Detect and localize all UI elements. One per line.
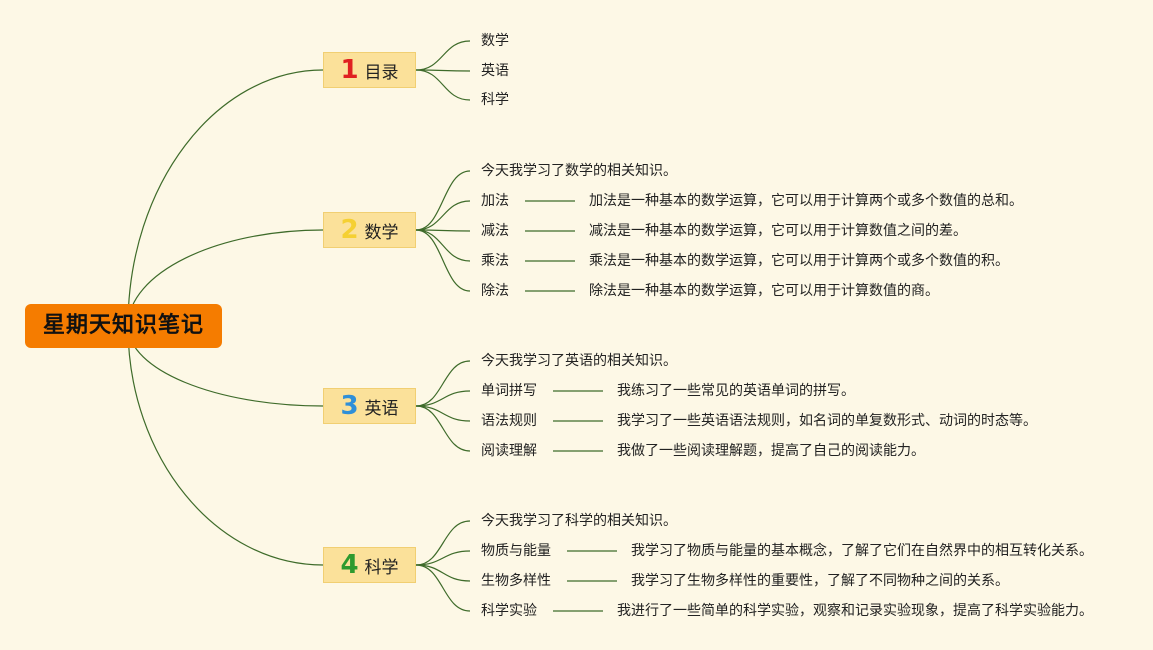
branch-number-4: 4	[340, 550, 359, 580]
leaf-link	[415, 520, 471, 566]
leaf-label[interactable]: 乘法	[481, 253, 509, 269]
leaf-link	[415, 405, 471, 452]
leaf-description[interactable]: 我做了一些阅读理解题，提高了自己的阅读能力。	[617, 443, 925, 459]
branch-number-1: 1	[340, 55, 359, 85]
branch-node-1[interactable]: 1 目录	[323, 52, 416, 88]
branch-title-4: 科学	[364, 557, 399, 578]
branch-title-1: 目录	[364, 62, 399, 83]
branch-intro[interactable]: 今天我学习了英语的相关知识。	[481, 353, 677, 369]
leaf-label[interactable]: 语法规则	[481, 413, 537, 429]
root-link-1	[127, 69, 324, 327]
branch-node-2[interactable]: 2 数学	[323, 212, 416, 248]
leaf-label[interactable]: 科学实验	[481, 603, 537, 619]
leaf-description[interactable]: 减法是一种基本的数学运算，它可以用于计算数值之间的差。	[589, 223, 967, 239]
branch-number-3: 3	[340, 391, 359, 421]
branch-node-4[interactable]: 4 科学	[323, 547, 416, 583]
root-title: 星期天知识笔记	[42, 313, 204, 338]
branch-intro[interactable]: 今天我学习了科学的相关知识。	[481, 513, 677, 529]
branch-title-3: 英语	[364, 398, 399, 419]
leaf-label[interactable]: 减法	[481, 223, 509, 239]
leaf-description[interactable]: 乘法是一种基本的数学运算，它可以用于计算两个或多个数值的积。	[589, 253, 1009, 269]
leaf-label[interactable]: 数学	[481, 33, 509, 49]
branch-intro[interactable]: 今天我学习了数学的相关知识。	[481, 163, 677, 179]
leaf-description[interactable]: 我学习了一些英语语法规则，如名词的单复数形式、动词的时态等。	[617, 413, 1037, 429]
leaf-label[interactable]: 物质与能量	[481, 543, 551, 559]
leaf-link	[415, 229, 471, 292]
leaf-description[interactable]: 加法是一种基本的数学运算，它可以用于计算两个或多个数值的总和。	[589, 193, 1023, 209]
leaf-label[interactable]: 除法	[481, 283, 509, 299]
root-node[interactable]: 星期天知识笔记	[25, 304, 222, 348]
leaf-description[interactable]: 我学习了物质与能量的基本概念，了解了它们在自然界中的相互转化关系。	[631, 543, 1093, 559]
leaf-label[interactable]: 科学	[481, 92, 509, 108]
branch-number-2: 2	[340, 215, 359, 245]
leaf-description[interactable]: 我练习了一些常见的英语单词的拼写。	[617, 383, 855, 399]
leaf-link	[415, 200, 471, 231]
leaf-description[interactable]: 我学习了生物多样性的重要性，了解了不同物种之间的关系。	[631, 573, 1009, 589]
leaf-link	[415, 69, 471, 101]
leaf-label[interactable]: 单词拼写	[481, 383, 537, 399]
leaf-link	[415, 170, 471, 231]
leaf-description[interactable]: 除法是一种基本的数学运算，它可以用于计算数值的商。	[589, 283, 939, 299]
leaf-link	[415, 360, 471, 407]
branch-node-3[interactable]: 3 英语	[323, 388, 416, 424]
root-link-4	[127, 325, 324, 566]
leaf-label[interactable]: 阅读理解	[481, 443, 537, 459]
branch-title-2: 数学	[364, 222, 399, 243]
leaf-link	[415, 550, 471, 566]
leaf-link	[415, 229, 471, 262]
leaf-link	[415, 390, 471, 407]
leaf-link	[415, 564, 471, 612]
leaf-link	[415, 40, 471, 71]
leaf-link	[415, 564, 471, 582]
leaf-label[interactable]: 加法	[481, 193, 509, 209]
leaf-label[interactable]: 英语	[481, 63, 509, 79]
leaf-label[interactable]: 生物多样性	[481, 573, 551, 589]
leaf-link	[415, 405, 471, 422]
leaf-description[interactable]: 我进行了一些简单的科学实验，观察和记录实验现象，提高了科学实验能力。	[617, 603, 1093, 619]
